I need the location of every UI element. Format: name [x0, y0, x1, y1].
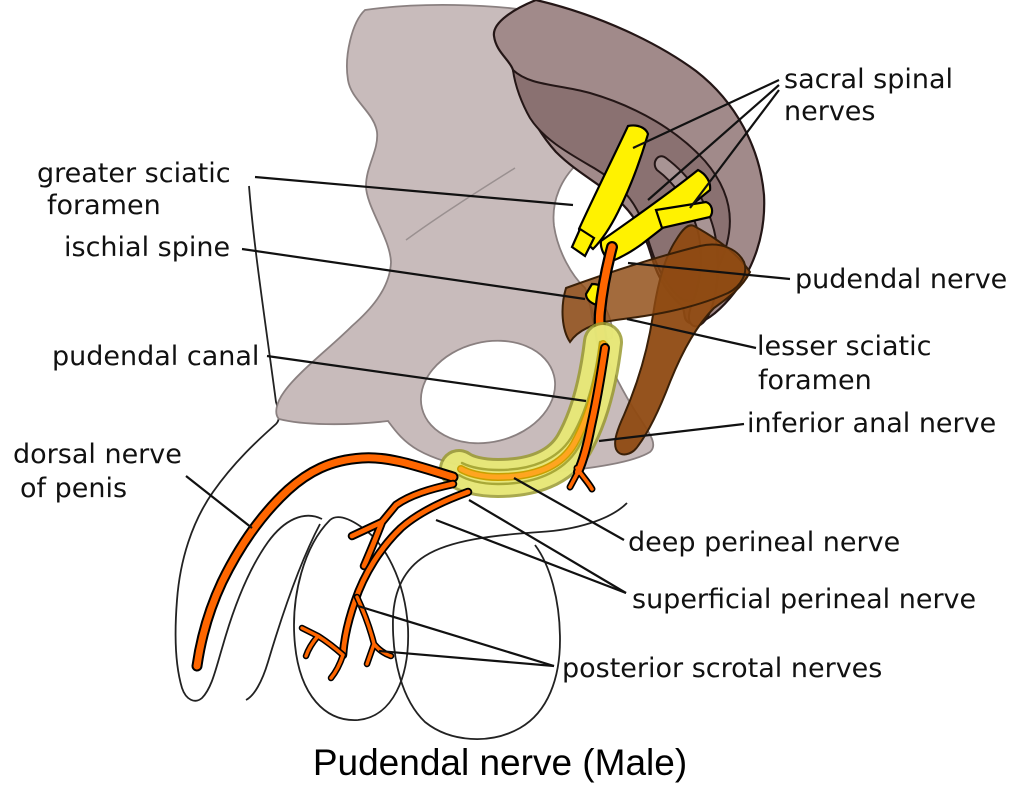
sacral-root-bit-left [570, 227, 596, 258]
sacral-root-s4 [654, 200, 714, 230]
penis-outline [174, 185, 323, 702]
leader-posterior-2 [378, 649, 555, 668]
label-lesser-sciatic-2: foramen [758, 365, 872, 396]
iliac-fossa-line [405, 167, 516, 241]
sacral-root-s3 [599, 168, 712, 264]
scrotum-right-outline [392, 502, 628, 740]
deep-perineal-path [349, 481, 456, 569]
penis-median-line [245, 523, 321, 701]
label-posterior-scrotal-nerves: posterior scrotal nerves [562, 653, 882, 684]
sacral-root-s2 [577, 124, 650, 251]
leader-sacral-3 [689, 89, 780, 209]
body-outlines [174, 185, 628, 740]
leader-sacral-2 [647, 84, 780, 201]
leader-sacral-1 [632, 79, 780, 149]
leader-posterior-1 [357, 604, 555, 668]
leader-deep-perineal [513, 477, 625, 541]
label-greater-sciatic-2: foramen [47, 190, 161, 221]
label-deep-perineal-nerve: deep perineal nerve [628, 527, 900, 558]
diagram-title: Pudendal nerve (Male) [313, 742, 687, 783]
label-pudendal-canal: pudendal canal [52, 341, 259, 372]
leader-superficial-2 [435, 518, 627, 595]
leader-dorsal-nerve [185, 475, 253, 529]
leader-pudendal-canal [266, 354, 587, 403]
leader-pudendal-nerve [627, 261, 791, 281]
leader-lesser-sciatic [626, 317, 757, 350]
label-dorsal-nerve-2: of penis [20, 473, 127, 504]
leader-ischial-spine [241, 247, 586, 301]
label-sacral-spinal-nerves-2: nerves [784, 96, 875, 127]
superficial-perineal-path [340, 489, 471, 658]
scrotum-left-pouch [293, 516, 409, 721]
label-ischial-spine: ischial spine [64, 232, 230, 263]
scrotal-twigs [300, 595, 393, 680]
nerve-branches-group [191, 343, 610, 682]
leader-lines [185, 79, 791, 668]
leader-inferior-anal [598, 422, 745, 443]
label-dorsal-nerve-1: dorsal nerve [13, 439, 182, 470]
obturator-foramen [420, 339, 556, 445]
inferior-anal-nerve-path [575, 345, 608, 475]
sacral-spinal-nerves-group [570, 124, 714, 308]
dorsal-nerve-path [193, 454, 457, 670]
leader-greater-sciatic [254, 175, 574, 207]
label-lesser-sciatic-1: lesser sciatic [757, 331, 931, 362]
label-greater-sciatic-1: greater sciatic [37, 158, 231, 189]
inferior-anal-fork [568, 466, 594, 491]
label-pudendal-nerve: pudendal nerve [795, 264, 1007, 295]
label-superficial-perineal-nerve: superficial perineal nerve [632, 584, 976, 615]
leader-superficial-1 [468, 499, 627, 594]
label-inferior-anal-nerve: inferior anal nerve [747, 408, 996, 439]
labels-group: sacral spinal nerves greater sciatic for… [13, 64, 1007, 783]
label-sacral-spinal-nerves-1: sacral spinal [784, 64, 953, 95]
